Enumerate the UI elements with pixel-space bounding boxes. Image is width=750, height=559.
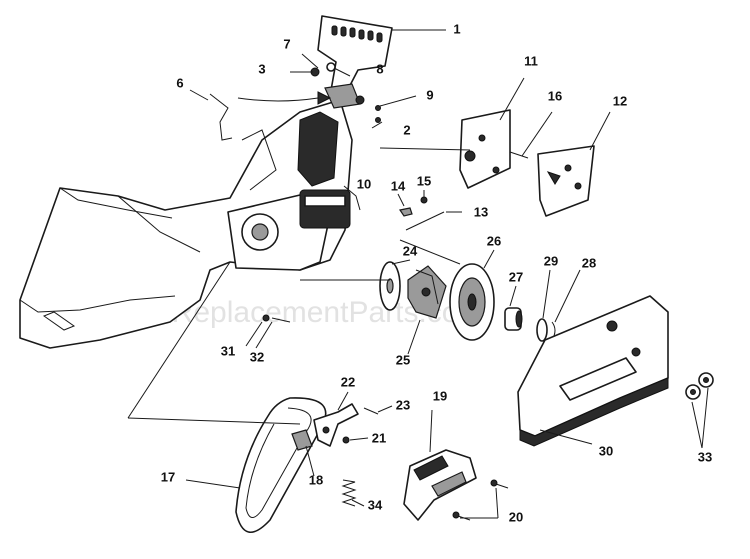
guard-hardware <box>310 62 381 123</box>
part-17-loop <box>235 397 327 533</box>
callout-19: 19 <box>433 388 447 403</box>
callout-21: 21 <box>372 430 386 445</box>
callout-28: 28 <box>582 255 596 270</box>
callout-31: 31 <box>221 343 235 358</box>
saw-housing <box>19 99 353 349</box>
part-16-screw <box>509 151 529 159</box>
callout-17: 17 <box>161 469 175 484</box>
callout-27: 27 <box>509 269 523 284</box>
part-17-inner <box>245 407 312 518</box>
callout-6: 6 <box>176 75 183 90</box>
callout-11: 11 <box>524 53 538 68</box>
part-18-tube <box>291 429 313 451</box>
callout-34: 34 <box>368 497 383 512</box>
callout-10: 10 <box>357 176 371 191</box>
callout-23: 23 <box>396 397 410 412</box>
callout-26: 26 <box>487 233 501 248</box>
part-13-bolt <box>405 211 445 231</box>
part-1-hand-guard <box>317 15 393 109</box>
part-24-washer <box>379 261 401 311</box>
callout-18: 18 <box>309 472 323 487</box>
assembly-arrow-head <box>317 91 332 105</box>
callout-2: 2 <box>403 122 410 137</box>
callout-15: 15 <box>417 173 431 188</box>
callout-16: 16 <box>548 88 562 103</box>
callout-13: 13 <box>474 204 488 219</box>
part-32-screw <box>271 317 291 323</box>
callout-29: 29 <box>544 253 558 268</box>
part-30-side-cover <box>517 295 669 447</box>
callout-12: 12 <box>613 93 627 108</box>
callout-32: 32 <box>250 349 264 364</box>
callout-9: 9 <box>426 87 433 102</box>
assembly-arrow <box>237 97 319 102</box>
callout-22: 22 <box>341 374 355 389</box>
callout-8: 8 <box>376 61 383 76</box>
leader-lines <box>127 29 709 519</box>
callout-1: 1 <box>453 21 460 36</box>
part-27-bearing <box>504 307 523 331</box>
callout-24: 24 <box>403 243 418 258</box>
part-23-screw <box>363 407 379 415</box>
part-26-drum <box>449 263 495 341</box>
part-20-screws <box>452 479 509 521</box>
callout-labels: 1 2 3 6 7 8 9 10 11 12 13 14 15 16 17 18… <box>161 21 712 524</box>
part-34-spring <box>341 479 357 507</box>
callout-33: 33 <box>698 449 712 464</box>
callout-7: 7 <box>283 36 290 51</box>
callout-30: 30 <box>599 443 613 458</box>
callout-14: 14 <box>391 178 406 193</box>
part-21-screw <box>342 436 350 444</box>
part-33-nuts <box>685 372 714 400</box>
part-19-oil-pump <box>403 449 477 521</box>
part-25-clutch <box>407 265 447 319</box>
callout-3: 3 <box>258 61 265 76</box>
callout-25: 25 <box>396 352 410 367</box>
part-6-spring <box>209 93 233 141</box>
part-22-pump <box>313 403 359 447</box>
part-12-plate <box>537 145 595 217</box>
callout-20: 20 <box>509 509 523 524</box>
part-29-washer <box>536 318 548 342</box>
part-11-plate <box>459 109 511 189</box>
part-14-key <box>399 207 413 217</box>
part-31-washer <box>262 314 270 322</box>
